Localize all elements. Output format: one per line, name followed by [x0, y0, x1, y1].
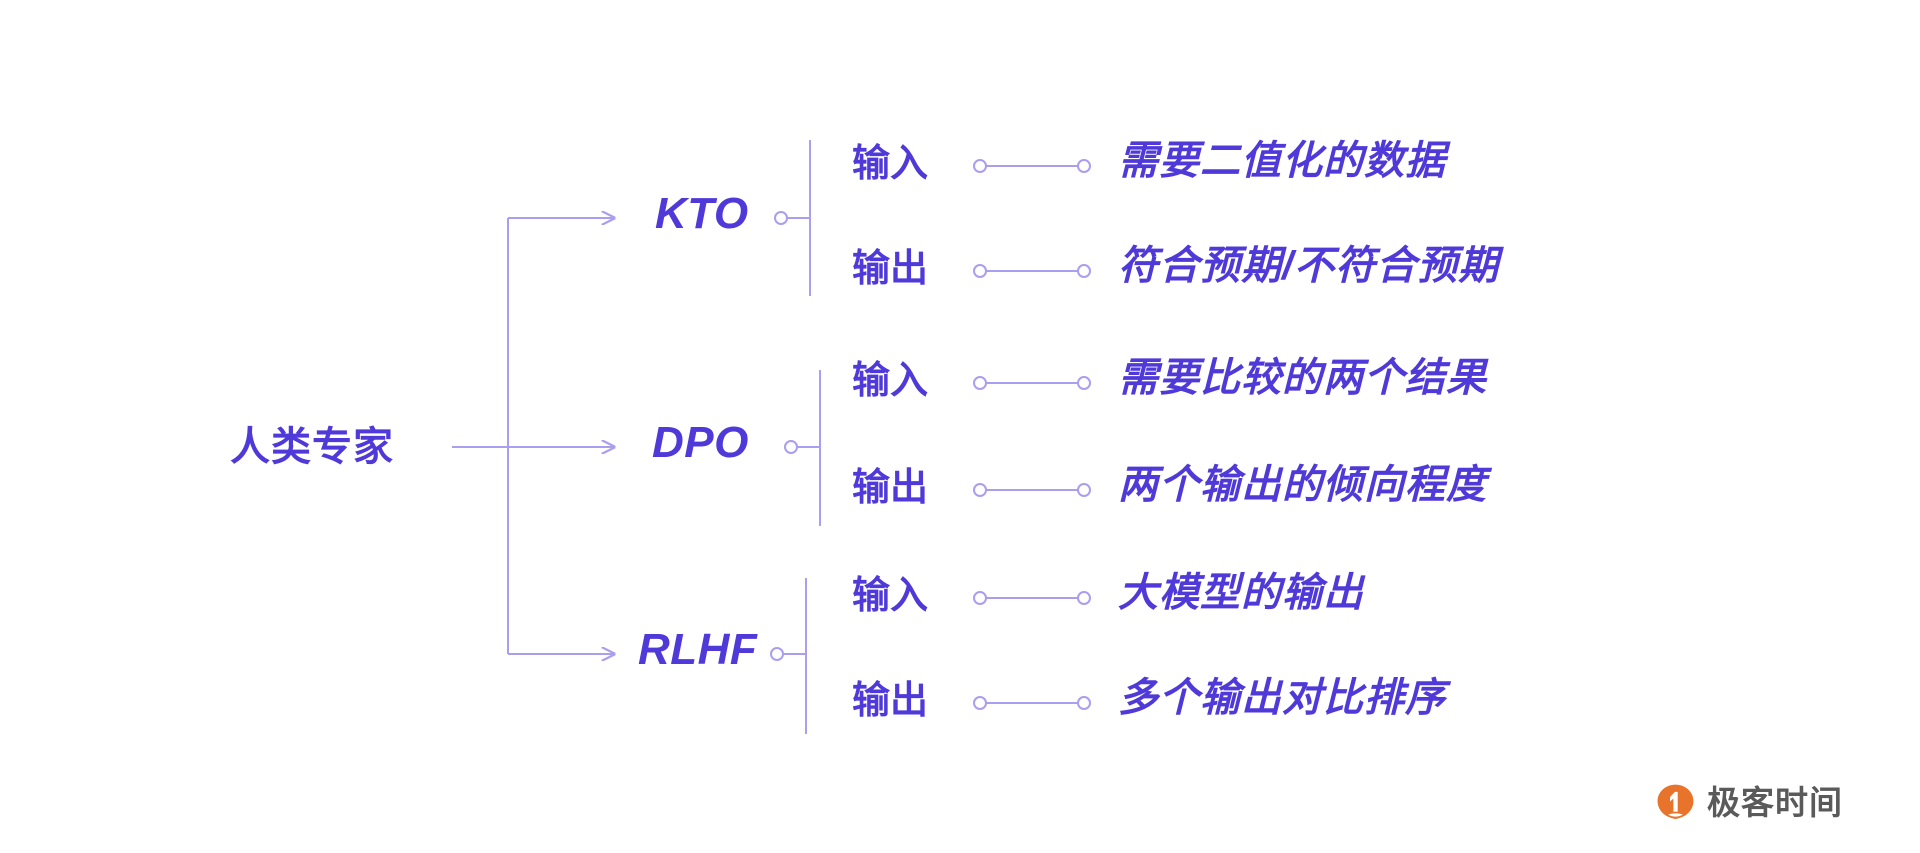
root-node-label: 人类专家	[230, 425, 394, 469]
io-label-dpo-output: 输出	[852, 467, 929, 509]
value-label-dpo-input: 需要比较的两个结果	[1118, 356, 1487, 400]
value-label-rlhf-input: 大模型的输出	[1118, 571, 1364, 615]
io-value-links	[973, 159, 1091, 710]
geektime-logo-icon	[1657, 784, 1694, 819]
io-label-rlhf-output: 输出	[852, 680, 929, 722]
io-value-link-dpo-output	[973, 483, 1091, 497]
value-label-rlhf-output: 多个输出对比排序	[1118, 676, 1446, 720]
bracket-rlhf	[770, 578, 807, 734]
branch-arms	[452, 218, 614, 654]
io-label-kto-input: 输入	[852, 143, 929, 185]
branch-label-dpo: DPO	[652, 418, 749, 467]
branch-label-rlhf: RLHF	[638, 625, 758, 674]
io-value-link-rlhf-output	[973, 696, 1091, 710]
value-label-kto-output: 符合预期/不符合预期	[1118, 244, 1500, 288]
bracket-kto	[774, 140, 811, 296]
io-label-kto-output: 输出	[852, 248, 929, 290]
io-value-link-rlhf-input	[973, 591, 1091, 605]
value-label-dpo-output: 两个输出的倾向程度	[1118, 463, 1487, 507]
io-value-link-dpo-input	[973, 376, 1091, 390]
branch-label-kto: KTO	[655, 189, 749, 238]
brand-name: 极客时间	[1707, 784, 1843, 821]
io-label-dpo-input: 输入	[852, 360, 929, 402]
io-value-link-kto-output	[973, 264, 1091, 278]
value-label-kto-input: 需要二值化的数据	[1118, 139, 1446, 183]
root-trunk	[452, 218, 509, 654]
io-value-link-kto-input	[973, 159, 1091, 173]
bracket-dpo	[784, 370, 821, 526]
brand-watermark: 极客时间	[1655, 782, 1843, 823]
io-label-rlhf-input: 输入	[852, 575, 929, 617]
